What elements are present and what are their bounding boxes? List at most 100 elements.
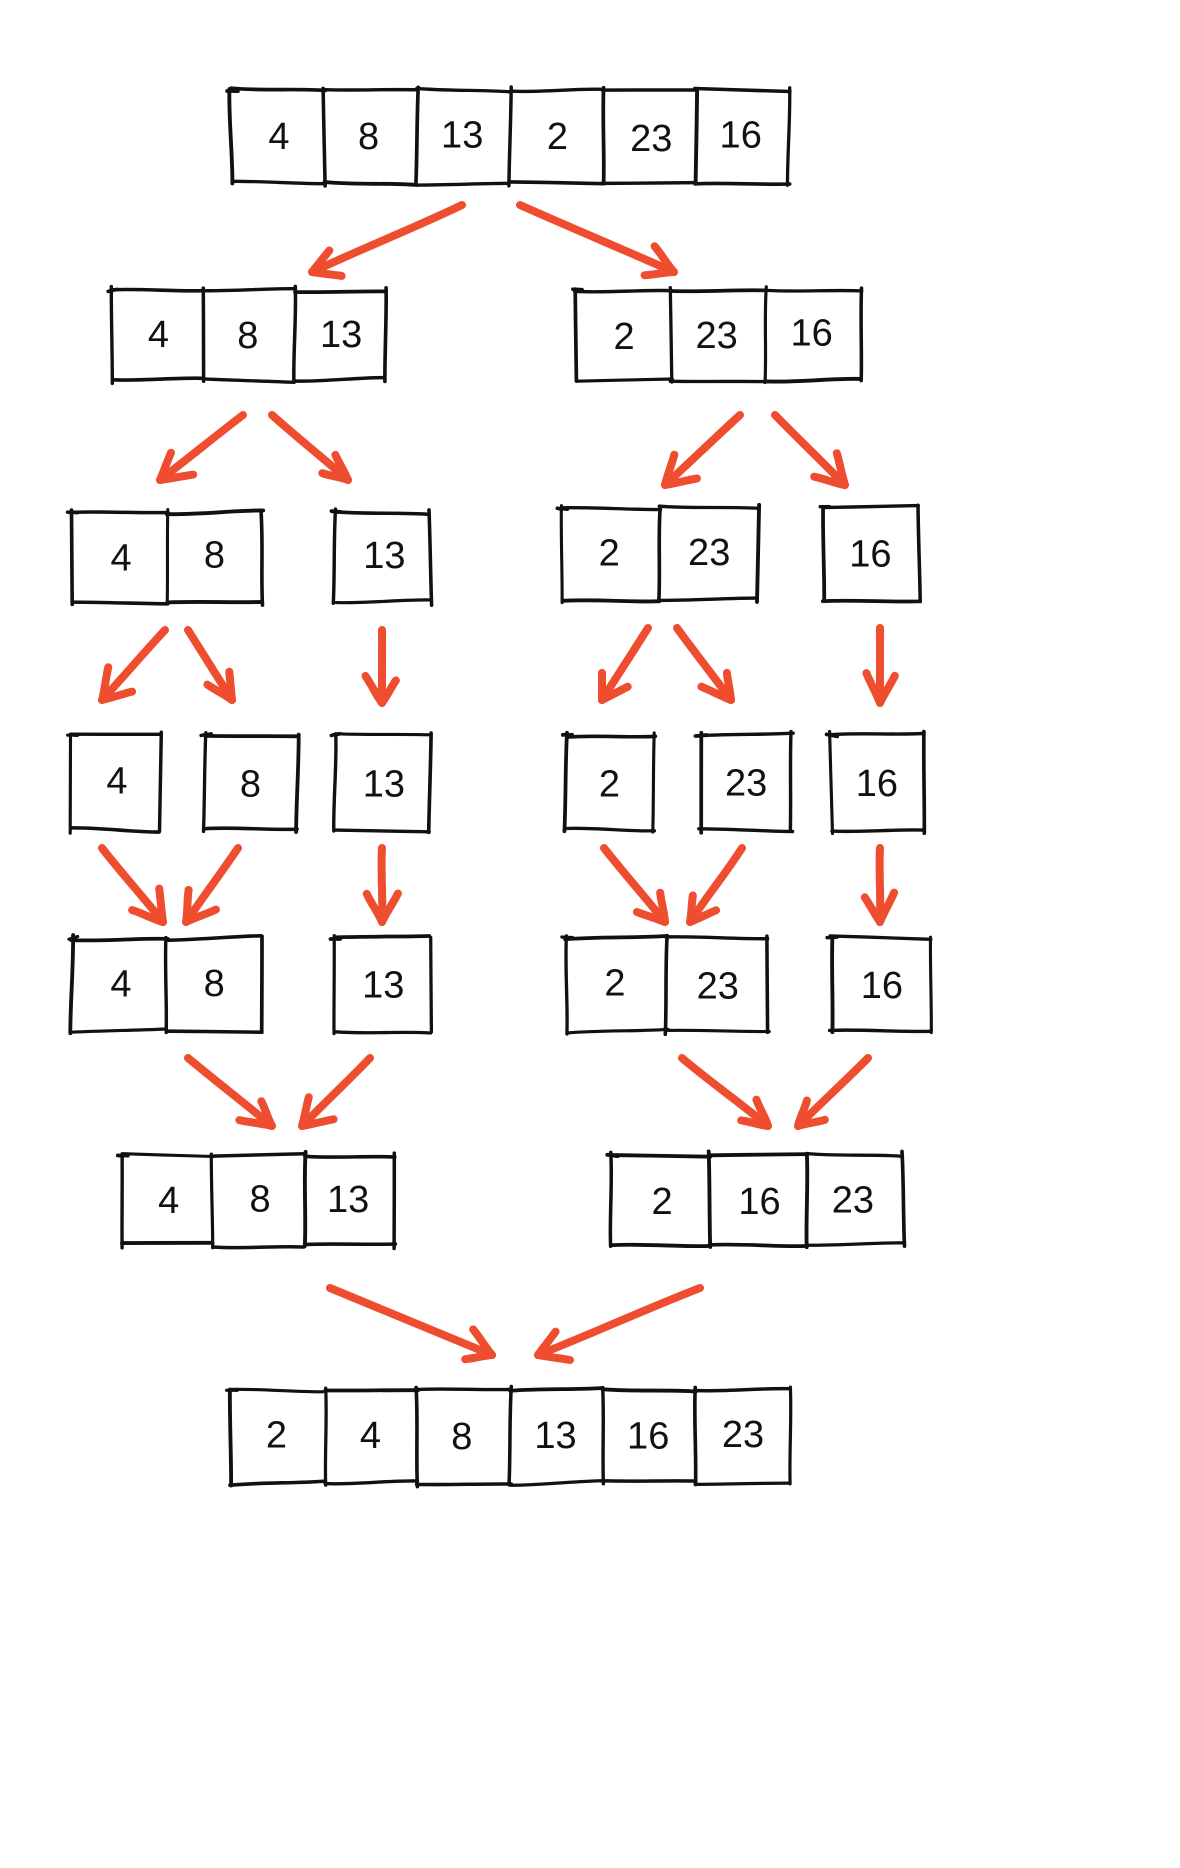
array-single-16: 16 [824, 729, 927, 836]
array-single-23: 23 [693, 729, 795, 835]
cell-value: 23 [630, 117, 673, 160]
array-cell: 13 [329, 507, 434, 607]
cell-border [692, 1385, 793, 1487]
array-cell: 13 [414, 85, 512, 187]
array-cell: 8 [163, 934, 264, 1035]
array-single-8: 8 [199, 731, 301, 835]
cell-value: 16 [855, 762, 899, 805]
array-cell: 2 [560, 934, 670, 1036]
array-cell: 4 [67, 933, 170, 1036]
array-cell: 16 [824, 729, 927, 836]
array-right-2: 2 23 [555, 502, 762, 605]
cell-border [292, 284, 389, 384]
cell-border [824, 729, 927, 836]
cell-border [571, 287, 674, 383]
cell-value: 2 [546, 115, 569, 158]
array-cell: 4 [66, 730, 164, 835]
array-cell: 16 [600, 1385, 698, 1486]
cell-value: 8 [203, 962, 225, 1005]
cell-border [804, 1149, 907, 1250]
cell-border [706, 1149, 809, 1249]
arrow-rl2-to-s2 [598, 624, 652, 704]
array-cell: 4 [323, 1386, 420, 1487]
cell-value: 4 [158, 1179, 180, 1222]
cell-border [818, 503, 922, 604]
arrow-rr1-to-s16 [862, 624, 899, 707]
arrow-l3-to-ll2 [156, 411, 247, 484]
cell-border [65, 508, 170, 607]
cell-value: 2 [604, 961, 626, 1004]
array-cell: 4 [65, 508, 170, 607]
cell-border [115, 1152, 216, 1250]
array-cell: 8 [164, 507, 266, 607]
arrow-merge16-to-21623 [794, 1054, 872, 1130]
array-cell: 16 [818, 503, 922, 604]
cell-value: 16 [627, 1414, 670, 1457]
cell-value: 2 [598, 532, 620, 575]
array-cell: 8 [321, 86, 419, 188]
array-cell: 23 [693, 729, 795, 835]
cell-border [693, 729, 795, 835]
cell-border [600, 1385, 698, 1486]
array-cell: 16 [706, 1149, 809, 1249]
cell-value: 8 [451, 1415, 473, 1458]
cell-border [209, 1152, 307, 1250]
arrow-merge48-to-4813 [184, 1054, 276, 1130]
cell-value: 16 [738, 1180, 781, 1223]
array-single-13: 13 [329, 731, 433, 835]
cell-border [66, 730, 164, 835]
cell-border [656, 502, 762, 604]
arrow-l3-to-lr1 [268, 411, 352, 484]
cell-value: 4 [268, 115, 290, 158]
cell-border [825, 934, 933, 1035]
array-cell: 16 [825, 934, 933, 1035]
cell-value: 23 [724, 762, 768, 804]
array-cell: 13 [302, 1149, 398, 1251]
arrow-4813-to-final [326, 1284, 496, 1364]
array-cell: 2 [507, 85, 606, 188]
cell-border [164, 507, 266, 607]
cell-value: 8 [203, 534, 225, 577]
cell-value: 16 [849, 533, 892, 576]
arrow-merge13-to-4813 [298, 1054, 374, 1130]
array-cell: 16 [692, 86, 792, 187]
array-cell: 2 [560, 730, 658, 834]
cell-border [668, 286, 768, 384]
arrow-lr1-to-s13 [361, 626, 400, 707]
array-cell: 8 [414, 1385, 514, 1489]
cell-border [663, 933, 771, 1037]
array-cell: 2 [571, 287, 674, 383]
array-cell: 8 [199, 731, 301, 835]
array-cell: 13 [292, 284, 389, 384]
cell-border [692, 86, 792, 187]
cell-border [555, 504, 663, 605]
cell-border [67, 933, 170, 1036]
array-single-4: 4 [66, 730, 164, 835]
cell-value: 13 [362, 963, 405, 1006]
cell-value: 2 [613, 315, 635, 358]
array-merge-223: 2 23 [560, 933, 771, 1037]
arrow-s16-to-merge16 [860, 844, 899, 926]
array-cell: 8 [201, 286, 296, 384]
cell-value: 23 [696, 964, 739, 1007]
array-cell: 23 [663, 933, 771, 1037]
array-cell: 13 [328, 933, 434, 1036]
array-cell: 23 [656, 502, 762, 604]
array-left-1: 13 [329, 507, 434, 607]
cell-border [560, 730, 658, 834]
arrow-ll2-to-s8 [184, 626, 236, 704]
array-cell: 2 [555, 504, 663, 605]
arrow-ll2-to-s4 [98, 626, 169, 704]
cell-border [414, 85, 512, 187]
arrow-merge223-to-21623 [678, 1054, 772, 1130]
cell-border [605, 1150, 713, 1249]
array-cell: 4 [106, 284, 205, 386]
arrow-r3-to-rl2 [661, 411, 744, 489]
array-merge-16: 16 [825, 934, 933, 1035]
